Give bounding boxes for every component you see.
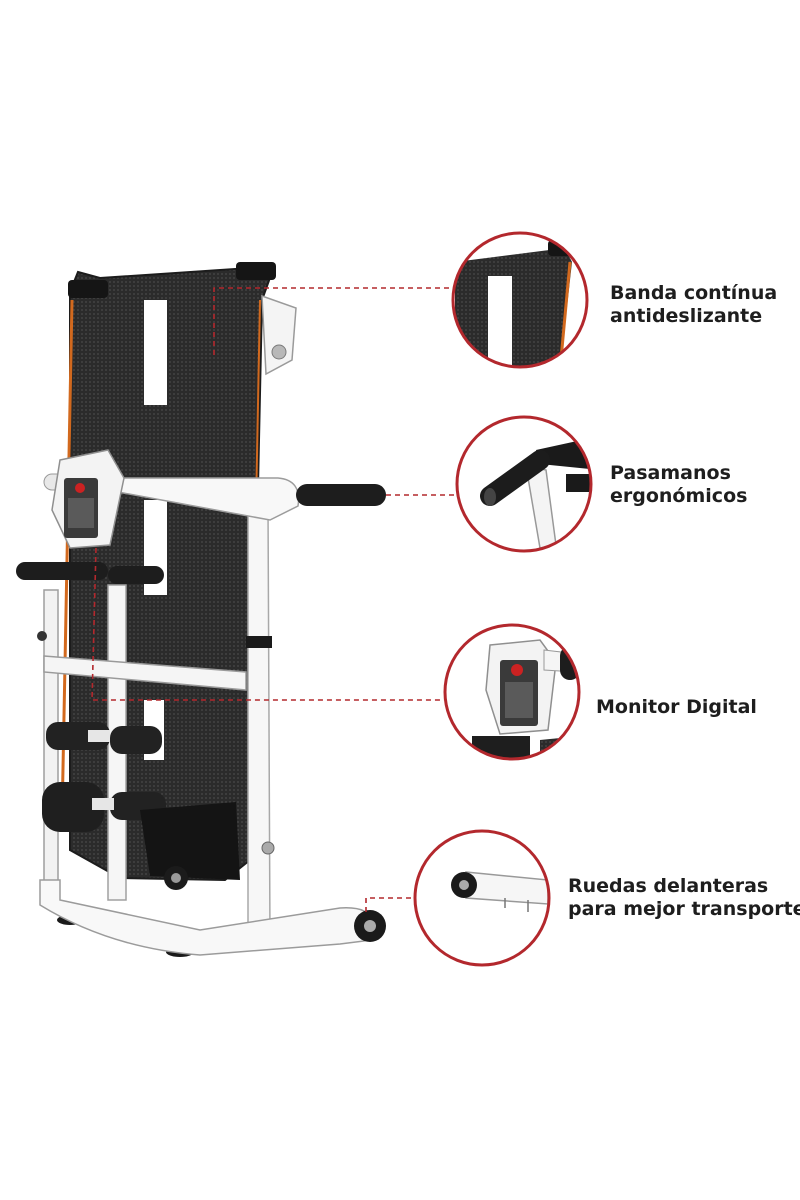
leader-line-belt [213,287,454,355]
monitor-power-button [75,483,85,493]
callout-label-line: Ruedas delanteras [568,875,769,897]
digital-monitor [51,449,125,549]
callout-label-line: Banda contínua [610,282,778,304]
callout-label-line: Pasamanos [610,462,731,484]
callout-label-line: antideslizante [610,305,763,327]
callout-label-belt: Banda contínua antideslizante [610,282,777,328]
callout-label-wheel: Ruedas delanteras para mejor transporte [568,875,800,921]
callout-circle-monitor [443,623,581,761]
front-wheel [354,910,386,942]
callout-label-monitor: Monitor Digital [596,696,757,719]
callout-label-line: para mejor transporte [568,898,800,920]
deck-end-cap [236,262,276,280]
callout-label-handrail: Pasamanos ergonómicos [610,462,747,508]
leader-line-wheel [365,897,415,912]
callout-label-line: ergonómicos [610,485,748,507]
handlebar-frame [117,477,300,521]
callout-label-line: Monitor Digital [596,696,757,718]
leader-lines [91,287,457,912]
callout-circle-belt [451,231,589,369]
deck-end-cap [68,280,108,298]
treadmill [16,262,386,957]
callout-circle-handrail [455,415,593,553]
callout-circle-wheel [413,829,551,967]
base-frame [39,879,373,956]
handrail-grip [296,484,386,506]
